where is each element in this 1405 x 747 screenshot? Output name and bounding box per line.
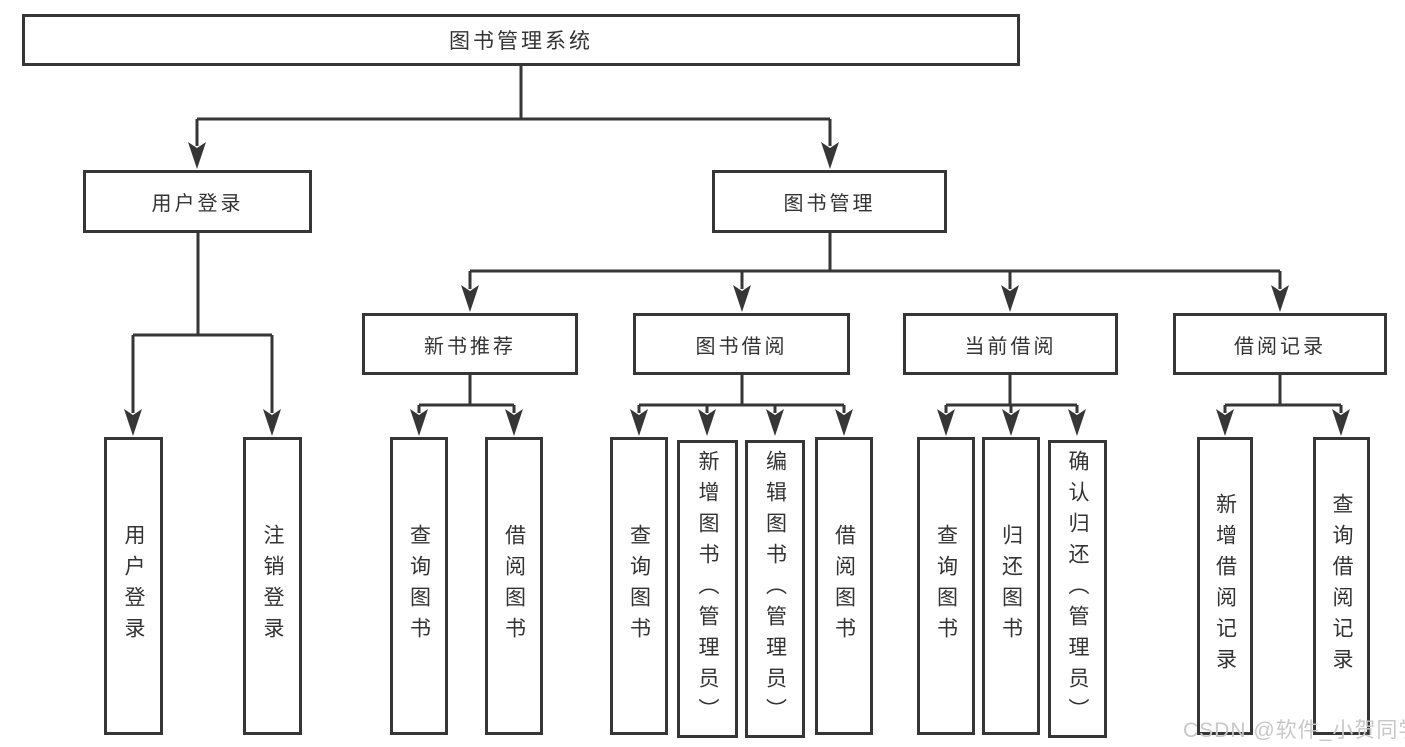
leaf-bb-edit-books-admin: 编辑图书（管理员） (745, 440, 805, 738)
leaf-bb-add-books-admin: 新增图书（管理员） (677, 440, 738, 738)
leaf-cb-confirm-return-admin: 确认归还（管理员） (1048, 440, 1107, 738)
node-borrowing-records: 借阅记录 (1173, 313, 1387, 375)
watermark: CSDN @软件_小贺同学 (1183, 719, 1405, 742)
leaf-user-login: 用户登录 (104, 437, 163, 735)
leaf-nbr-borrow-books: 借阅图书 (485, 437, 543, 735)
node-user-login: 用户登录 (83, 170, 312, 233)
leaf-bb-query-books: 查询图书 (610, 437, 668, 735)
leaf-br-query-borrow-record: 查询借阅记录 (1313, 437, 1370, 735)
leaf-cb-query-books: 查询图书 (917, 437, 975, 735)
node-book-management: 图书管理 (712, 170, 947, 233)
node-book-borrowing: 图书借阅 (633, 313, 850, 375)
leaf-cb-return-books: 归还图书 (982, 437, 1040, 735)
node-root: 图书管理系统 (22, 14, 1020, 66)
node-current-borrowing: 当前借阅 (903, 313, 1118, 375)
leaf-br-add-borrow-record: 新增借阅记录 (1197, 437, 1253, 735)
node-new-book-recommendation: 新书推荐 (362, 313, 578, 375)
leaf-bb-borrow-books: 借阅图书 (815, 437, 873, 735)
leaf-logout: 注销登录 (243, 437, 302, 735)
leaf-nbr-query-books: 查询图书 (390, 437, 448, 735)
